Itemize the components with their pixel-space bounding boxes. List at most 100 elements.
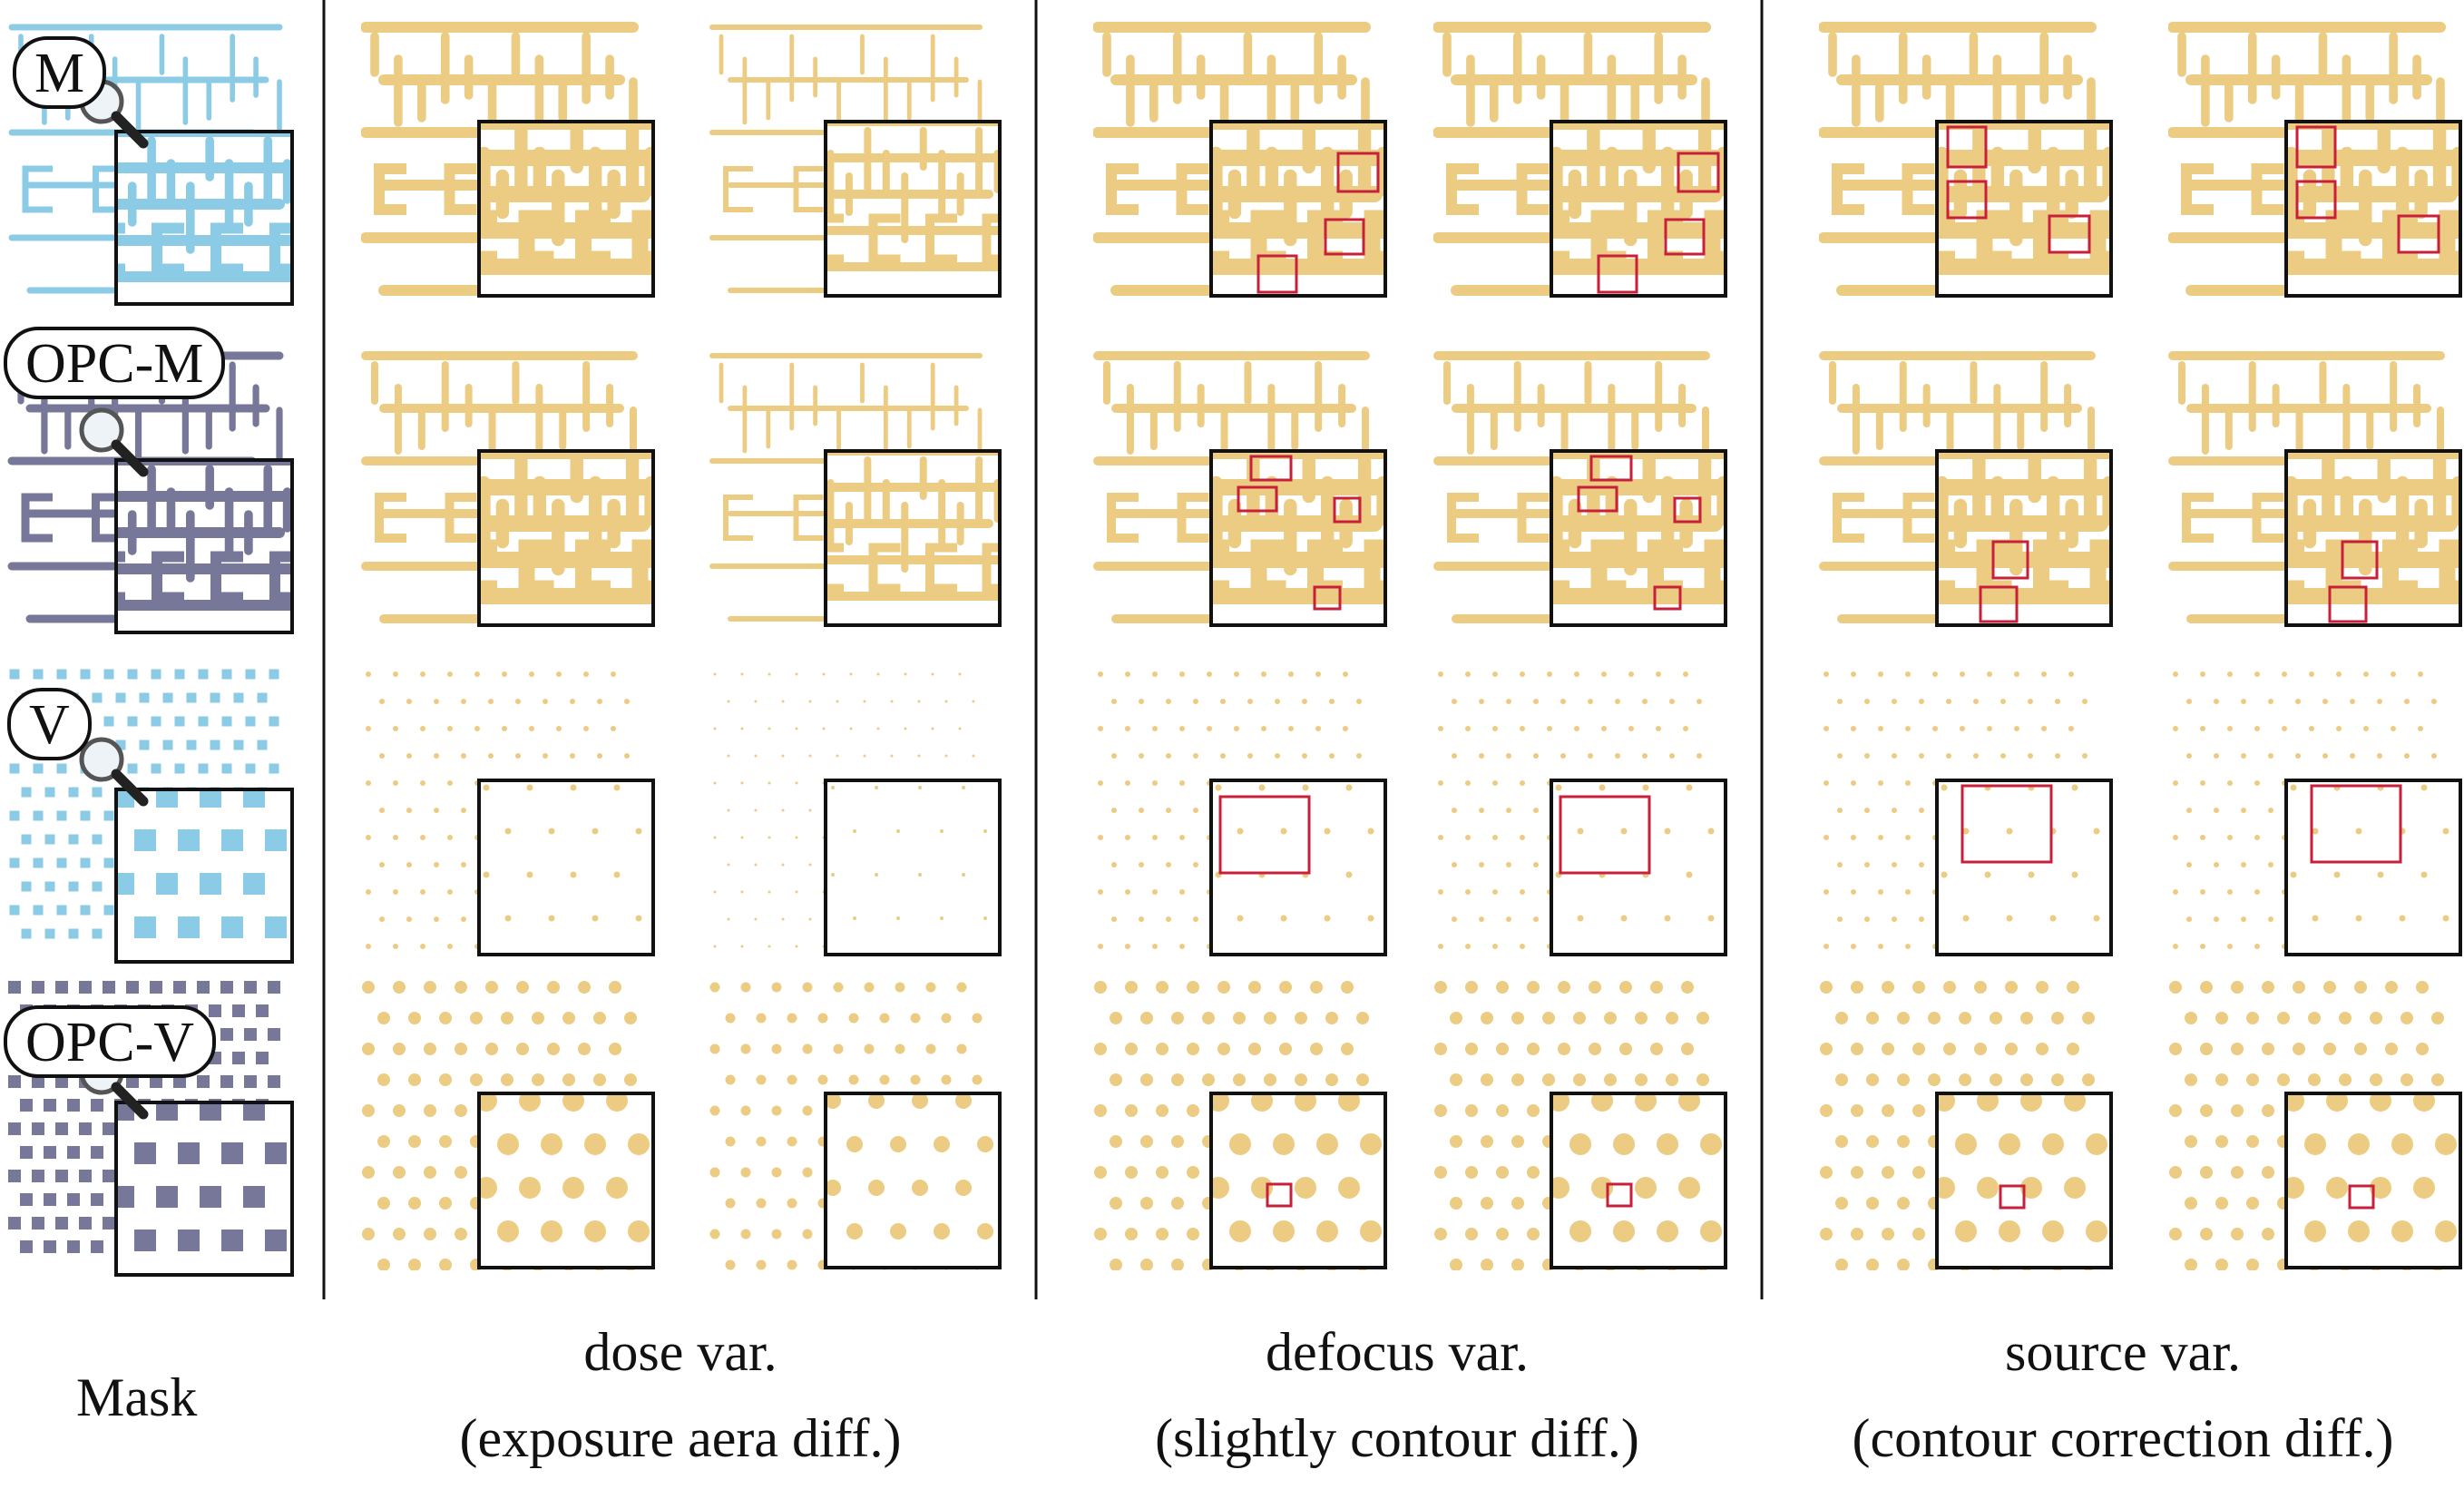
defocus-subtitle: (slightly contour diff.) bbox=[1155, 1408, 1639, 1468]
panel-c0-p1-r3-zoom-bg bbox=[826, 1093, 1000, 1268]
panel-c1-p0-r0-highlight-0 bbox=[1336, 152, 1380, 193]
panel-c2-p1-r1-zoom bbox=[2286, 451, 2460, 625]
panel-c1-p1-r3-highlight-0 bbox=[1606, 1182, 1633, 1208]
panel-c2-p1-r1-highlight-1 bbox=[2328, 585, 2368, 623]
panel-c2-p0-r0-zoom-border bbox=[1935, 120, 2113, 298]
mask-v-zoom bbox=[118, 791, 287, 938]
panel-c1-p0-r0-highlight-2 bbox=[1256, 254, 1298, 294]
mask-opc-v-zoom-border bbox=[114, 1101, 294, 1277]
panel-c2-p1-r3-highlight-0 bbox=[2348, 1184, 2375, 1210]
panel-c0-p0-r0-zoom bbox=[479, 122, 653, 296]
panel-c1-p1-r0-highlight-1 bbox=[1664, 218, 1706, 256]
panel-c2-p0-r2-zoom bbox=[1941, 784, 2100, 922]
panel-c2-p0-r0-highlight-0 bbox=[1946, 125, 1988, 169]
source-title: source var. bbox=[2005, 1322, 2241, 1382]
panel-c1-p1-r0-highlight-2 bbox=[1597, 254, 1638, 294]
dose-title: dose var. bbox=[583, 1322, 777, 1382]
panel-c0-p0-r1-zoom-border bbox=[477, 449, 655, 627]
panel-c1-p1-r1-highlight-2 bbox=[1673, 496, 1702, 524]
panel-c2-p0-r2-zoom-bg bbox=[1937, 780, 2111, 955]
panel-c0-p0-r3-zoom-border bbox=[477, 1092, 655, 1269]
panel-c0-p1-r0-zoom bbox=[826, 122, 1000, 271]
panel-c0-p1-r1-zoom-border bbox=[824, 449, 1002, 627]
row-label-m: M bbox=[13, 36, 107, 109]
panel-c2-p1-r2-zoom-bg bbox=[2286, 780, 2460, 955]
row-label-opc-m: OPC-M bbox=[4, 327, 226, 399]
row-label-opc-v: OPC-V bbox=[4, 1005, 217, 1078]
panel-c1-p0-r1-highlight-0 bbox=[1249, 455, 1293, 482]
panel-c1-p1-r1-zoom bbox=[1551, 451, 1726, 625]
panel-c2-p0-r2-zoom-border bbox=[1935, 779, 2113, 956]
panel-c2-p0-r1-zoom bbox=[1937, 451, 2111, 625]
panel-c1-p1-r3-zoom-border bbox=[1550, 1092, 1727, 1269]
panel-c0-p1-r3-zoom bbox=[826, 1093, 993, 1239]
panel-c2-p1-r0-zoom-border bbox=[2284, 120, 2462, 298]
defocus-title: defocus var. bbox=[1266, 1322, 1529, 1382]
panel-c1-p0-r3-zoom bbox=[1211, 1093, 1382, 1242]
panel-c2-p1-r1-zoom-border bbox=[2284, 449, 2462, 627]
panel-c2-p1-r2-highlight-0 bbox=[2310, 784, 2402, 864]
panel-c2-p0-r2-highlight-0 bbox=[1960, 784, 2053, 864]
panel-c1-p0-r2-zoom-border bbox=[1209, 779, 1387, 956]
mask-opc-m-zoom-border bbox=[114, 458, 294, 634]
panel-c2-p0-r3-zoom bbox=[1937, 1093, 2107, 1242]
dose-subtitle: (exposure aera diff.) bbox=[459, 1408, 902, 1468]
panel-c0-p0-r1-zoom bbox=[479, 451, 653, 625]
panel-c1-p1-r1-zoom-border bbox=[1550, 449, 1727, 627]
panel-c1-p0-r1-highlight-1 bbox=[1237, 485, 1278, 513]
panel-c1-p1-r1-highlight-3 bbox=[1653, 585, 1682, 611]
panel-c1-p0-r1-zoom-border bbox=[1209, 449, 1387, 627]
panel-c2-p1-r2-zoom-border bbox=[2284, 779, 2462, 956]
panel-c2-p1-r0-highlight-1 bbox=[2295, 180, 2337, 220]
panel-c1-p0-r0-highlight-1 bbox=[1324, 218, 1365, 256]
panel-c2-p1-r3-zoom bbox=[2286, 1093, 2457, 1242]
panel-c0-p0-r2-zoom-border bbox=[477, 779, 655, 956]
panel-c2-p1-r3-zoom-border bbox=[2284, 1092, 2462, 1269]
panel-c2-p1-r0-highlight-0 bbox=[2295, 125, 2337, 169]
panel-c0-p1-r3-zoom-border bbox=[824, 1092, 1002, 1269]
panel-c0-p0-r2-zoom-bg bbox=[479, 780, 653, 955]
panel-c1-p1-r2-highlight-0 bbox=[1559, 795, 1651, 875]
panel-c0-p1-r1-zoom bbox=[826, 451, 1000, 601]
panel-c0-p1-r2-zoom bbox=[831, 786, 987, 920]
row-label-v: V bbox=[7, 688, 92, 760]
panel-c2-p0-r1-highlight-1 bbox=[1979, 585, 2019, 623]
panel-c0-p0-r2-zoom bbox=[483, 784, 642, 922]
panel-c1-p1-r0-highlight-0 bbox=[1677, 152, 1720, 193]
panel-c2-p0-r3-highlight-0 bbox=[1999, 1184, 2026, 1210]
panel-c1-p1-r3-zoom bbox=[1551, 1093, 1722, 1242]
panel-c0-p1-r2-zoom-bg bbox=[826, 780, 1000, 955]
panel-c2-p0-r0-zoom bbox=[1937, 122, 2111, 296]
panel-c2-p1-r1-highlight-0 bbox=[2341, 540, 2379, 580]
magnifier-icon bbox=[79, 407, 149, 477]
panel-c1-p1-r2-zoom-border bbox=[1550, 779, 1727, 956]
panel-c1-p1-r2-zoom bbox=[1555, 784, 1715, 922]
mask-m-zoom-border bbox=[114, 130, 294, 306]
panel-c1-p0-r0-zoom bbox=[1211, 122, 1385, 296]
panel-c2-p0-r0-highlight-2 bbox=[2048, 214, 2091, 254]
source-subtitle: (contour correction diff.) bbox=[1852, 1408, 2394, 1468]
panel-c1-p0-r1-highlight-2 bbox=[1333, 496, 1362, 524]
panel-c1-p0-r3-highlight-0 bbox=[1266, 1182, 1293, 1208]
panel-c2-p1-r0-highlight-2 bbox=[2397, 214, 2440, 254]
mask-opc-m-zoom bbox=[118, 462, 290, 611]
magnifier-icon bbox=[79, 737, 149, 807]
panel-c1-p0-r3-zoom-border bbox=[1209, 1092, 1387, 1269]
panel-c0-p0-r3-zoom bbox=[479, 1093, 650, 1242]
panel-c2-p0-r3-zoom-border bbox=[1935, 1092, 2113, 1269]
panel-c2-p0-r1-zoom-border bbox=[1935, 449, 2113, 627]
panel-c1-p1-r1-highlight-1 bbox=[1577, 485, 1618, 513]
panel-c0-p0-r0-zoom-border bbox=[477, 120, 655, 298]
panel-c2-p1-r0-zoom bbox=[2286, 122, 2460, 296]
panel-c1-p0-r1-highlight-3 bbox=[1313, 585, 1342, 611]
panel-c1-p0-r0-zoom-border bbox=[1209, 120, 1387, 298]
panel-c0-p1-r2-zoom-border bbox=[824, 779, 1002, 956]
panel-c1-p0-r2-zoom-bg bbox=[1211, 780, 1385, 955]
mask-m-zoom bbox=[118, 133, 290, 282]
panel-c1-p1-r2-zoom-bg bbox=[1551, 780, 1726, 955]
mask-v-zoom-border bbox=[114, 788, 294, 964]
mask-opc-v-zoom bbox=[118, 1104, 287, 1251]
panel-c2-p0-r1-highlight-0 bbox=[1991, 540, 2029, 580]
